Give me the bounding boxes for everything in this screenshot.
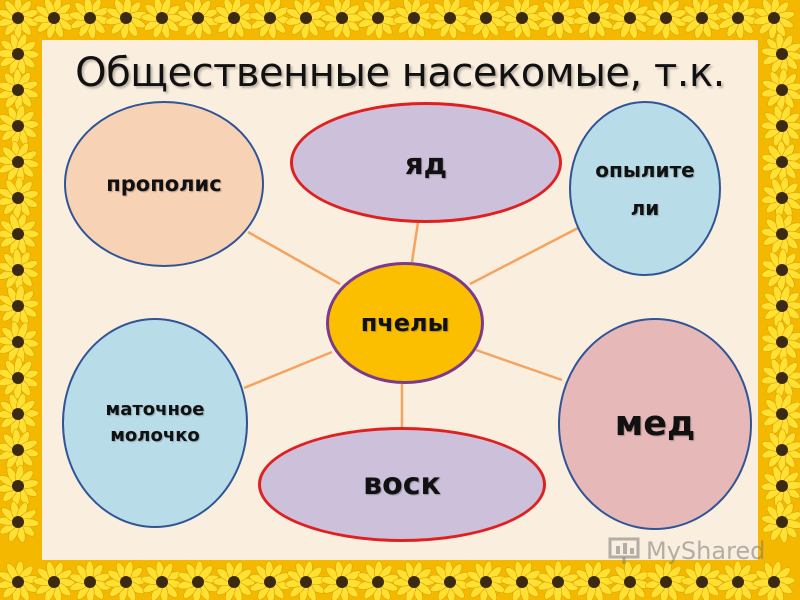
daisy-flower: [104, 561, 148, 600]
daisy-flower: [320, 0, 364, 39]
daisy-flower: [0, 0, 39, 40]
daisy-flower: [716, 0, 760, 40]
daisy-flower: [357, 560, 399, 600]
watermark-text: MyShared: [646, 537, 766, 565]
daisy-flower: [608, 0, 652, 39]
daisy-flower: [760, 285, 800, 327]
watermark: MyShared: [608, 536, 765, 566]
node-propolis: прополис: [64, 101, 264, 267]
daisy-flower: [0, 33, 40, 75]
daisy-flower: [0, 105, 40, 147]
node-label: яд: [404, 147, 448, 181]
connector-line-0: [247, 230, 341, 286]
node-royal-jelly: маточное молочко: [62, 318, 248, 528]
daisy-flower: [609, 560, 651, 600]
node-label: опылите ли: [595, 157, 695, 220]
node-wax: воск: [258, 427, 546, 542]
daisy-flower: [0, 176, 39, 220]
daisy-flower: [32, 561, 76, 600]
node-pollinators: опылите ли: [569, 101, 721, 276]
daisy-flower: [105, 0, 147, 40]
daisy-flower: [212, 561, 256, 600]
daisy-flower: [357, 0, 399, 40]
daisy-flower: [428, 0, 472, 39]
daisy-flower: [140, 0, 184, 39]
center-node-bees: пчелы: [326, 262, 484, 384]
daisy-flower: [500, 561, 544, 600]
daisy-flower: [761, 68, 800, 112]
daisy-flower: [0, 560, 39, 600]
daisy-flower: [753, 0, 795, 40]
daisy-flower: [0, 213, 40, 255]
node-label: прополис: [106, 172, 222, 196]
daisy-flower: [760, 213, 800, 255]
connector-line-1: [410, 221, 420, 263]
daisy-flower: [760, 393, 800, 435]
daisy-flower: [249, 560, 291, 600]
daisy-flower: [760, 465, 800, 507]
daisy-flower: [464, 560, 508, 600]
daisy-flower: [0, 140, 40, 184]
daisy-flower: [761, 248, 800, 292]
daisy-flower: [572, 561, 616, 600]
daisy-flower: [248, 0, 292, 40]
daisy-flower: [284, 561, 328, 600]
connector-line-5: [475, 348, 563, 382]
daisy-flower: [140, 560, 184, 600]
daisy-flower: [392, 561, 436, 600]
daisy-flower: [537, 560, 579, 600]
center-node-label: пчелы: [360, 309, 450, 337]
daisy-flower: [69, 560, 111, 600]
daisy-flower: [0, 321, 40, 363]
daisy-flower: [572, 0, 616, 40]
daisy-flower: [761, 428, 800, 472]
daisy-flower: [680, 561, 724, 600]
daisy-flower: [320, 561, 364, 600]
daisy-flower: [0, 501, 40, 543]
connector-line-3: [243, 350, 333, 390]
daisy-flower: [177, 560, 219, 600]
daisy-flower: [392, 0, 436, 40]
daisy-flower: [760, 177, 800, 219]
daisy-flower: [760, 356, 800, 400]
daisy-flower: [717, 560, 759, 600]
daisy-flower: [760, 32, 800, 76]
daisy-flower: [0, 284, 40, 328]
node-label: мед: [614, 404, 696, 444]
daisy-flower: [761, 500, 800, 544]
daisy-flower: [0, 248, 39, 292]
node-venom: яд: [290, 102, 562, 223]
daisy-flower: [761, 140, 800, 184]
daisy-flower: [212, 0, 256, 39]
daisy-flower: [429, 560, 471, 600]
daisy-flower: [0, 428, 39, 472]
daisy-flower: [68, 0, 112, 40]
presentation-icon: [608, 537, 640, 564]
node-honey: мед: [558, 318, 752, 530]
daisy-flower: [0, 464, 40, 508]
daisy-flower: [32, 0, 76, 39]
connector-line-2: [469, 226, 579, 286]
node-label: воск: [363, 467, 441, 502]
daisy-flower: [0, 393, 40, 435]
node-label: маточное молочко: [105, 399, 205, 446]
daisy-flower: [0, 356, 39, 400]
daisy-flower: [760, 105, 800, 147]
daisy-flower: [0, 68, 39, 112]
daisy-flower: [645, 0, 687, 40]
daisy-flower: [752, 561, 796, 600]
page-title: Общественные насекомые, т.к.: [75, 50, 725, 96]
